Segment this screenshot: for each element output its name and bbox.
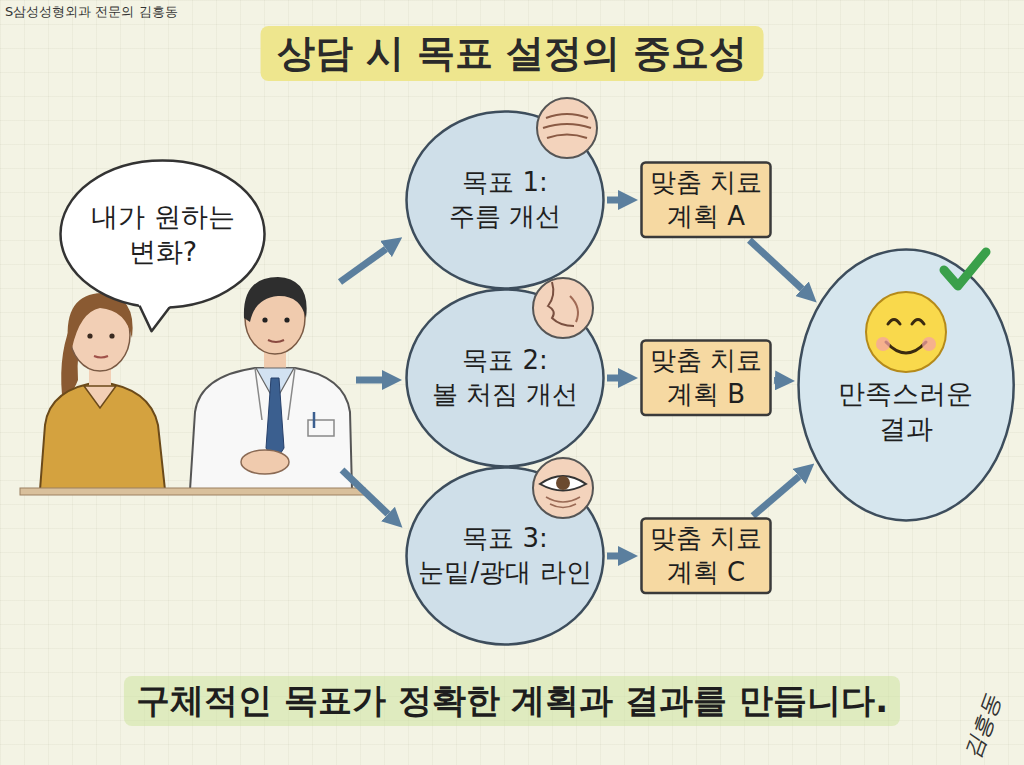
plan-box: 맞춤 치료 계획 A bbox=[640, 161, 772, 239]
plan-box: 맞춤 치료 계획 B bbox=[640, 339, 772, 417]
wrinkle-lines bbox=[543, 114, 591, 138]
node-text: 목표 2: bbox=[432, 344, 579, 378]
title: 상담 시 목표 설정의 중요성 bbox=[261, 26, 764, 81]
under-eye-lines bbox=[546, 497, 580, 508]
node-text-group: 목표 2:볼 처짐 개선 bbox=[432, 344, 579, 412]
node-text: 목표 3: bbox=[418, 522, 591, 556]
wrinkle-icon bbox=[537, 98, 597, 158]
node-text: 볼 처짐 개선 bbox=[432, 378, 579, 412]
smiley-cheek bbox=[876, 337, 890, 351]
plan-box: 맞춤 치료 계획 C bbox=[640, 517, 772, 595]
table bbox=[20, 488, 365, 495]
node-text-group: 맞춤 치료 계획 A bbox=[646, 166, 766, 234]
node-text-group: 맞춤 치료 계획 C bbox=[646, 522, 766, 590]
result-circle: 만족스러운 결과 bbox=[797, 248, 1015, 522]
goal-circle: 목표 3:눈밑/광대 라인 bbox=[405, 466, 605, 646]
watermark: S삼성성형외과 전문의 김흥동 bbox=[5, 3, 178, 21]
flow-connector bbox=[749, 240, 802, 289]
node-text-group: 내가 원하는 변화? bbox=[83, 199, 243, 269]
doctor-hands bbox=[241, 450, 289, 474]
eye-shape bbox=[540, 476, 586, 491]
caption: 구체적인 목표가 정확한 계획과 결과를 만듭니다. bbox=[124, 676, 900, 726]
ellipse-outline bbox=[61, 160, 265, 307]
doctor-coat bbox=[190, 368, 352, 490]
node-shape bbox=[405, 288, 605, 468]
cheek-icon bbox=[533, 278, 593, 338]
node-shape bbox=[59, 159, 266, 309]
node-text: 주름 개선 bbox=[449, 200, 561, 234]
flow-connector bbox=[607, 553, 618, 560]
doctor-lapel bbox=[255, 368, 295, 420]
woman-mouth bbox=[94, 356, 108, 358]
smiley-face bbox=[866, 292, 946, 372]
bubble-tail bbox=[140, 306, 170, 331]
goal-circle: 목표 2:볼 처짐 개선 bbox=[405, 288, 605, 468]
box-outline bbox=[642, 163, 771, 238]
node-shape bbox=[405, 466, 605, 646]
flow-connector bbox=[607, 197, 618, 204]
speech-bubble: 내가 원하는 변화? bbox=[59, 159, 266, 309]
doctor-mouth bbox=[268, 340, 284, 342]
signature: 김흥동 bbox=[958, 691, 1009, 763]
ellipse-outline bbox=[407, 468, 604, 645]
node-text: 내가 원하는 변화? bbox=[83, 199, 243, 269]
node-text: 눈밑/광대 라인 bbox=[418, 556, 591, 590]
node-text-group: 목표 3:눈밑/광대 라인 bbox=[418, 522, 591, 590]
smiley-mouth bbox=[886, 342, 926, 353]
flow-connector bbox=[607, 375, 618, 382]
woman-eye bbox=[109, 333, 114, 338]
node-text: 목표 1: bbox=[449, 166, 561, 200]
eye-iris bbox=[556, 476, 570, 490]
doctor-eye bbox=[262, 317, 267, 322]
doctor-hair bbox=[244, 277, 307, 322]
flow-arrow bbox=[340, 249, 386, 282]
bubble-tail-fill bbox=[138, 302, 172, 331]
node-text-group: 맞춤 치료 계획 B bbox=[646, 344, 766, 412]
smiley-cheek bbox=[922, 337, 936, 351]
woman-sweater bbox=[40, 382, 165, 490]
doctor-pocket bbox=[308, 420, 334, 436]
node-text: 만족스러운 결과 bbox=[826, 376, 986, 446]
node-text-group: 만족스러운 결과 bbox=[826, 376, 986, 446]
node-text: 맞춤 치료 계획 B bbox=[646, 344, 766, 412]
box-outline bbox=[642, 341, 771, 416]
node-text-group: 목표 1:주름 개선 bbox=[449, 166, 561, 234]
face-profile bbox=[548, 282, 574, 326]
woman-eye bbox=[87, 333, 92, 338]
box-outline bbox=[642, 519, 771, 594]
smiley-eyes bbox=[888, 320, 924, 325]
flow-arrow bbox=[342, 470, 388, 514]
check-mark bbox=[944, 252, 986, 286]
node-shape bbox=[405, 110, 605, 290]
ellipse-outline bbox=[798, 250, 1013, 521]
node-text: 맞춤 치료 계획 A bbox=[646, 166, 766, 234]
woman-collar bbox=[84, 386, 116, 408]
flow-arrow bbox=[356, 377, 382, 384]
doctor-eye bbox=[284, 317, 289, 322]
eye-icon bbox=[533, 458, 593, 518]
doctor-pen bbox=[313, 412, 316, 428]
goal-circle: 목표 1:주름 개선 bbox=[405, 110, 605, 290]
node-text: 맞춤 치료 계획 C bbox=[646, 522, 766, 590]
flow-connector bbox=[753, 476, 799, 516]
ellipse-outline bbox=[407, 290, 604, 467]
ellipse-outline bbox=[407, 112, 604, 289]
cheek-fold bbox=[570, 296, 578, 322]
